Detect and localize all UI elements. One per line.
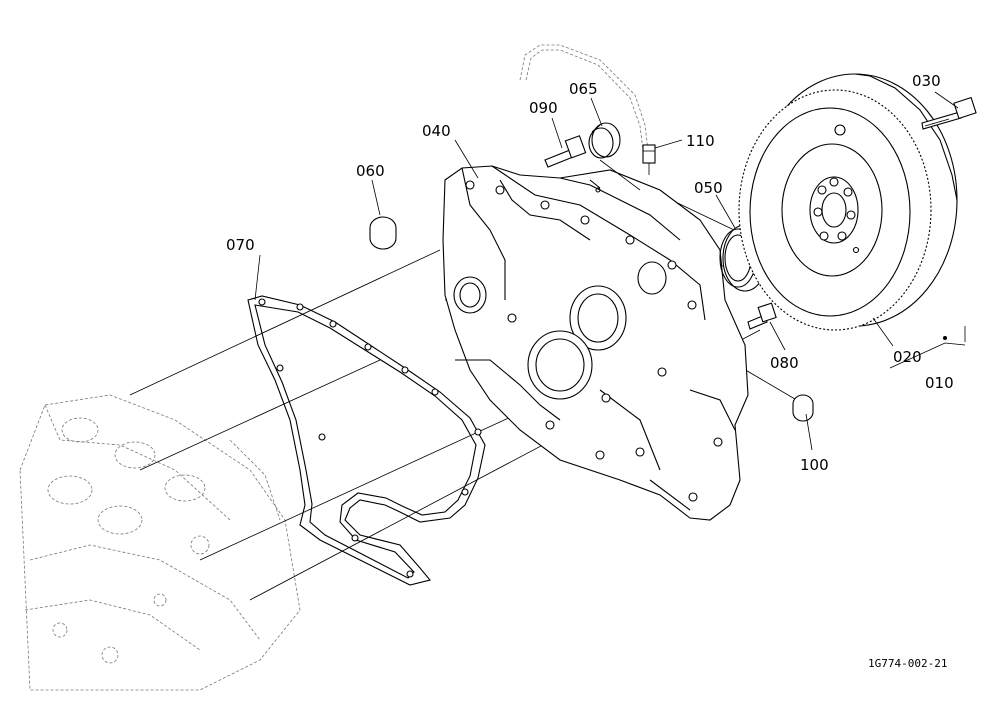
callout-110: 110	[686, 132, 715, 150]
callout-030: 030	[912, 72, 941, 90]
callout-labels: 040 060 070 090 065 110 050 030 020 010 …	[226, 72, 954, 670]
callout-010: 010	[925, 374, 954, 392]
callout-070: 070	[226, 236, 255, 254]
callout-060: 060	[356, 162, 385, 180]
callout-020: 020	[893, 348, 922, 366]
flywheel-020[interactable]	[738, 73, 958, 340]
callout-080: 080	[770, 354, 799, 372]
plug-100[interactable]	[792, 394, 814, 422]
drawing-code: 1G774-002-21	[868, 657, 947, 670]
callout-050: 050	[694, 179, 723, 197]
gasket-070[interactable]	[247, 295, 486, 586]
plug-060[interactable]	[369, 216, 397, 250]
cap-065[interactable]	[588, 122, 621, 159]
engine-block-ghost	[19, 394, 301, 691]
gear-case-040[interactable]	[442, 165, 749, 521]
callout-090: 090	[529, 99, 558, 117]
callout-040: 040	[422, 122, 451, 140]
leader-lines	[254, 91, 966, 451]
bolt-080[interactable]	[747, 302, 777, 330]
callout-065: 065	[569, 80, 598, 98]
bolt-090[interactable]	[544, 135, 587, 168]
breather-pipe-110[interactable]	[519, 44, 656, 191]
callout-100: 100	[800, 456, 829, 474]
bolt-030[interactable]	[921, 96, 977, 130]
